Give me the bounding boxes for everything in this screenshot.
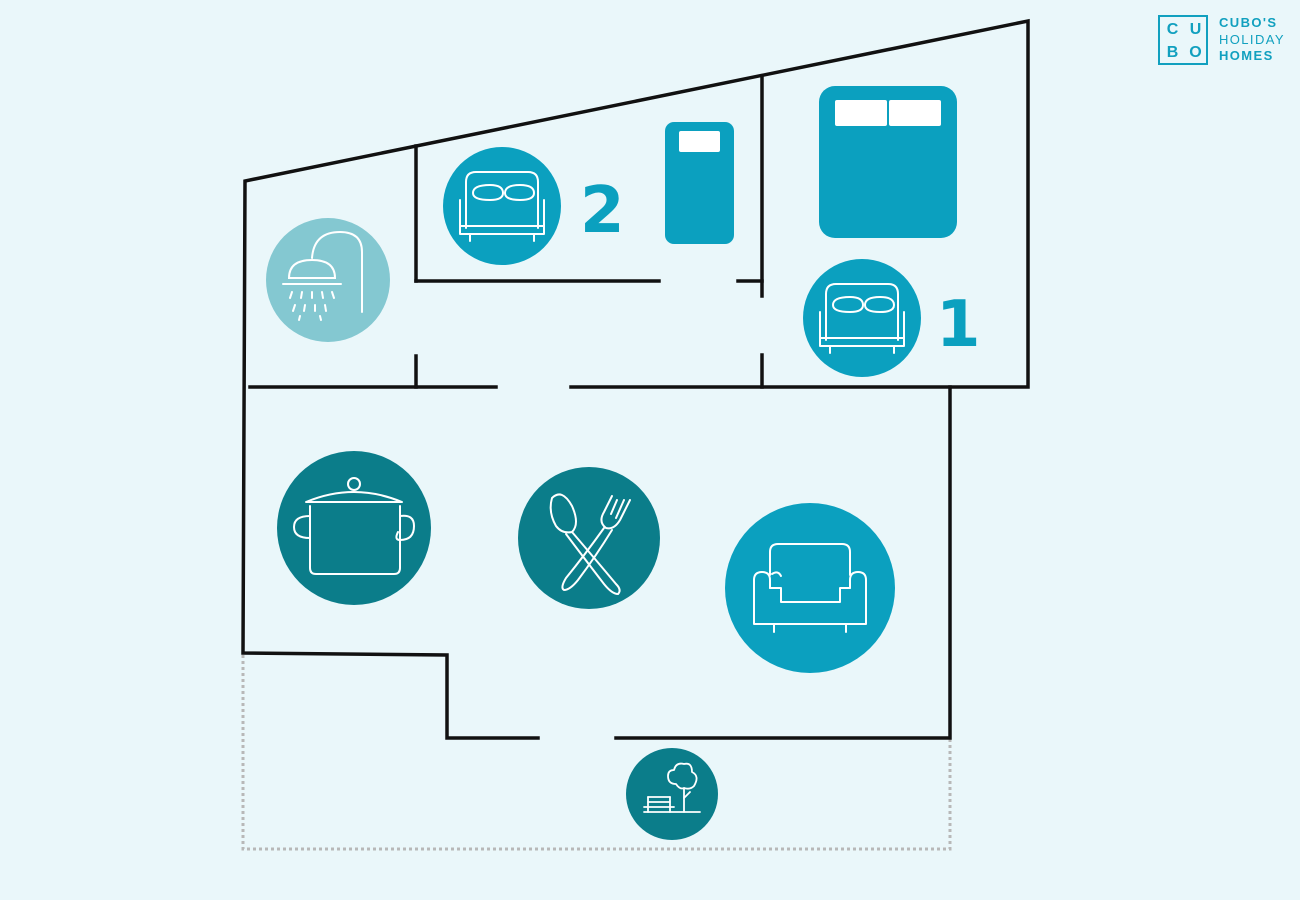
logo-letter-u: U (1189, 20, 1202, 38)
cooking-pot-icon (293, 477, 415, 575)
kitchen-circle (277, 451, 431, 605)
shower-icon (282, 230, 363, 321)
kitchen (277, 451, 431, 605)
brand-line-2: HOLIDAY (1219, 31, 1285, 47)
dining (518, 467, 660, 609)
bedroom-2-circle (443, 147, 561, 265)
bedroom-1: 1 (803, 86, 981, 377)
living-circle (725, 503, 895, 673)
terrace-outline (241, 655, 952, 851)
armchair-icon (753, 543, 867, 633)
double-bed-icon (459, 171, 545, 242)
single-bed-shape (665, 122, 734, 244)
logo-letter-c: C (1166, 20, 1179, 38)
dining-circle (518, 467, 660, 609)
terrace-circle (626, 748, 718, 840)
brand-logo: C U B O (1158, 15, 1208, 65)
bathroom-circle (266, 218, 390, 342)
double-bed-icon (819, 283, 905, 354)
logo-letter-o: O (1189, 43, 1202, 61)
walls (241, 18, 1030, 740)
brand-line-1: CUBO'S (1219, 15, 1278, 30)
bathroom (266, 218, 390, 342)
bedroom-2-number: 2 (580, 174, 625, 248)
spoon-fork-icon (549, 493, 631, 595)
terrace (626, 748, 718, 840)
living-room (725, 503, 895, 673)
bedroom-1-circle (803, 259, 921, 377)
outer-wall (241, 18, 1030, 740)
double-bed-shape (819, 86, 957, 238)
brand-line-3: HOMES (1219, 48, 1274, 63)
bedroom-1-number: 1 (936, 288, 981, 362)
bench-tree-icon (643, 762, 701, 813)
bedroom-2: 2 (443, 122, 734, 265)
logo-letter-b: B (1166, 43, 1179, 61)
brand-name: CUBO'S HOLIDAY HOMES (1219, 15, 1285, 65)
